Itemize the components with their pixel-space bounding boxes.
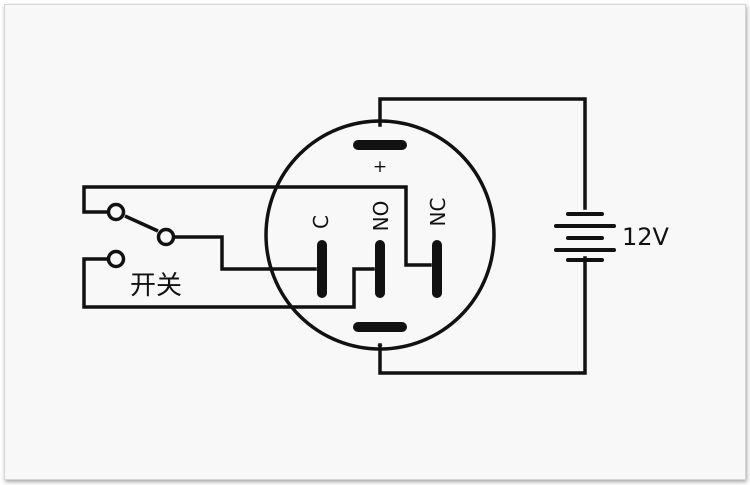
wire-negative bbox=[378, 256, 587, 375]
wire-nc bbox=[82, 185, 432, 267]
switch-icon bbox=[106, 202, 176, 269]
terminal-nc-label: NC bbox=[426, 198, 450, 227]
wire-c bbox=[170, 235, 317, 271]
minus-label: - bbox=[377, 335, 383, 355]
wire-positive bbox=[378, 97, 587, 210]
terminal-c-label: C bbox=[309, 215, 333, 229]
diagram-frame bbox=[4, 4, 746, 480]
terminal-no-label: NO bbox=[369, 201, 393, 232]
switch-label: 开关 bbox=[130, 271, 182, 301]
battery-label: 12V bbox=[622, 223, 670, 251]
plus-label: + bbox=[373, 157, 387, 177]
battery-icon bbox=[554, 212, 616, 262]
switch-body-circle bbox=[264, 119, 496, 351]
wire-no bbox=[82, 257, 375, 309]
